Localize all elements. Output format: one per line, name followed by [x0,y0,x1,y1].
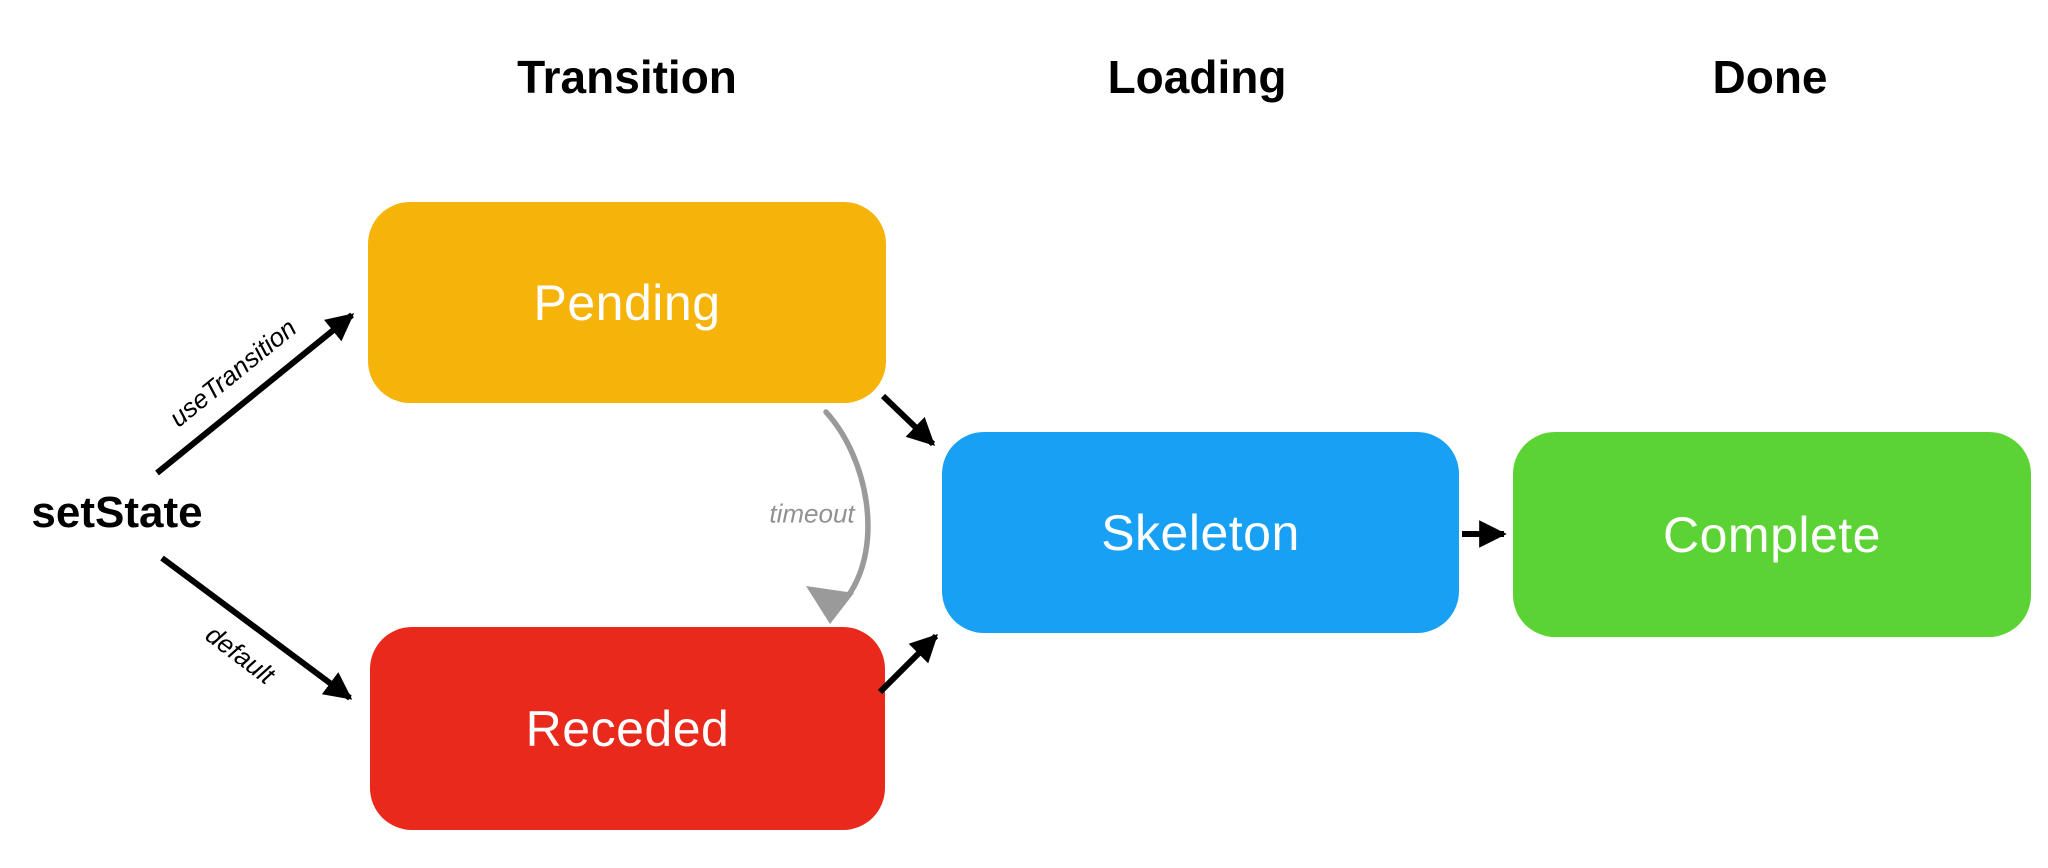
column-header-transition: Transition [517,51,737,103]
node-complete-label: Complete [1663,506,1881,563]
edge-pending-to-skeleton-arrow [880,393,936,447]
column-header-done: Done [1712,51,1828,103]
node-receded: Receded [370,627,885,830]
node-pending-label: Pending [533,274,721,331]
edge-label-timeout: timeout [769,498,855,529]
node-skeleton-label: Skeleton [1101,504,1300,561]
entry-label-setstate: setState [31,488,203,537]
node-complete: Complete [1513,432,2031,637]
node-receded-label: Receded [525,700,730,757]
edge-label-usetransition: useTransition [163,312,303,433]
timeout-arrowhead-icon [806,586,854,624]
edge-receded-to-skeleton-arrow [877,633,939,695]
node-pending: Pending [368,202,886,403]
node-skeleton: Skeleton [942,432,1459,633]
column-header-loading: Loading [1107,51,1287,103]
edge-label-default: default [200,619,281,691]
